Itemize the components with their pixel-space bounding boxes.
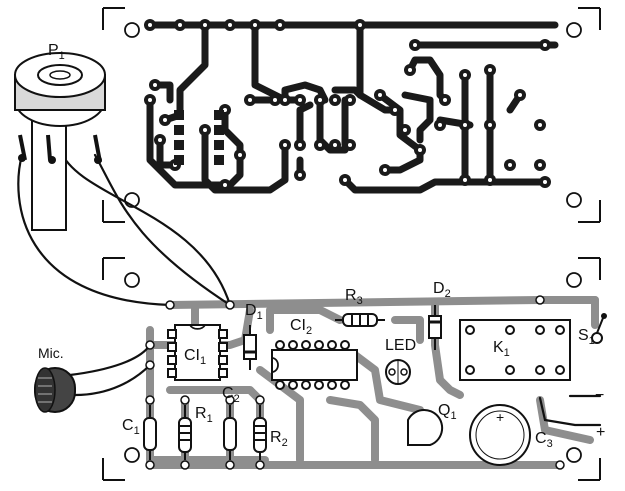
diode-d2 <box>428 305 442 350</box>
transistor-q1 <box>407 409 444 446</box>
label-ci2: CI2 <box>290 317 312 337</box>
label-r2: R2 <box>270 429 288 449</box>
wires <box>17 148 232 397</box>
resistor-r2 <box>253 405 267 460</box>
potentiometer-p1 <box>14 52 106 231</box>
led <box>385 359 411 385</box>
mount-hole <box>566 272 582 288</box>
power-leads <box>538 394 602 427</box>
copper-tracks <box>146 21 559 194</box>
ic1-chip <box>167 324 228 381</box>
labels: P1 Mic. CI1 CI2 D1 D2 R3 LED K1 S1 − + Q… <box>38 42 605 450</box>
label-r1: R1 <box>195 405 213 425</box>
mount-hole <box>124 447 140 463</box>
diode-d1 <box>243 325 257 370</box>
capacitor-c2 <box>223 405 237 460</box>
label-plus: + <box>596 424 605 441</box>
label-c1: C1 <box>122 417 140 437</box>
label-mic: Mic. <box>38 345 64 361</box>
mount-hole <box>124 22 140 38</box>
relay-k1 <box>459 319 571 381</box>
mount-hole <box>566 192 582 208</box>
mount-hole <box>124 272 140 288</box>
label-c2: C2 <box>222 385 240 405</box>
label-c3: C3 <box>535 430 553 450</box>
resistor-r1 <box>178 405 192 460</box>
label-d1: D1 <box>245 302 263 322</box>
capacitor-c1 <box>143 405 157 460</box>
copper-side-board <box>102 7 601 223</box>
ic2-chip <box>271 340 358 390</box>
label-c3-plus: + <box>496 409 504 425</box>
component-side-board <box>14 52 607 481</box>
label-ci1: CI1 <box>184 347 206 367</box>
label-d2: D2 <box>433 280 451 300</box>
mount-hole <box>566 22 582 38</box>
label-p1: P1 <box>48 42 65 62</box>
label-q1: Q1 <box>438 402 457 422</box>
resistor-r3 <box>335 313 385 327</box>
label-k1: K1 <box>493 339 510 359</box>
label-s1: S1 <box>578 327 595 347</box>
mount-hole <box>566 447 582 463</box>
switch-s1 <box>591 313 607 344</box>
component-side-pads <box>145 295 565 470</box>
capacitor-c3 <box>469 404 531 466</box>
copper-pads <box>144 19 551 191</box>
label-minus: − <box>595 387 604 404</box>
microphone <box>34 367 76 413</box>
label-r3: R3 <box>345 287 363 307</box>
label-led: LED <box>385 337 416 354</box>
